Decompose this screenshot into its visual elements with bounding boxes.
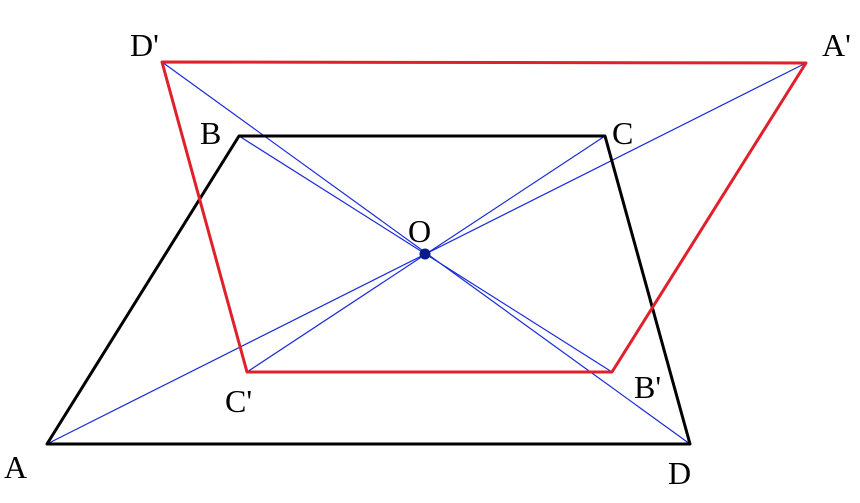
point-labels: A B C D A' B' C' D' O [4,27,851,491]
label-C: C [612,115,633,151]
label-B: B [200,115,221,151]
label-A: A [4,449,27,485]
center-point-O [419,248,431,260]
label-C1: C' [225,383,252,419]
label-B1: B' [634,369,661,405]
label-A1: A' [822,27,851,63]
label-O: O [408,213,431,249]
label-D1: D' [130,27,159,63]
quadrilateral-A1B1C1D1 [160,60,808,374]
label-D: D [668,455,691,491]
quadrilateral-ABCD [45,134,692,446]
